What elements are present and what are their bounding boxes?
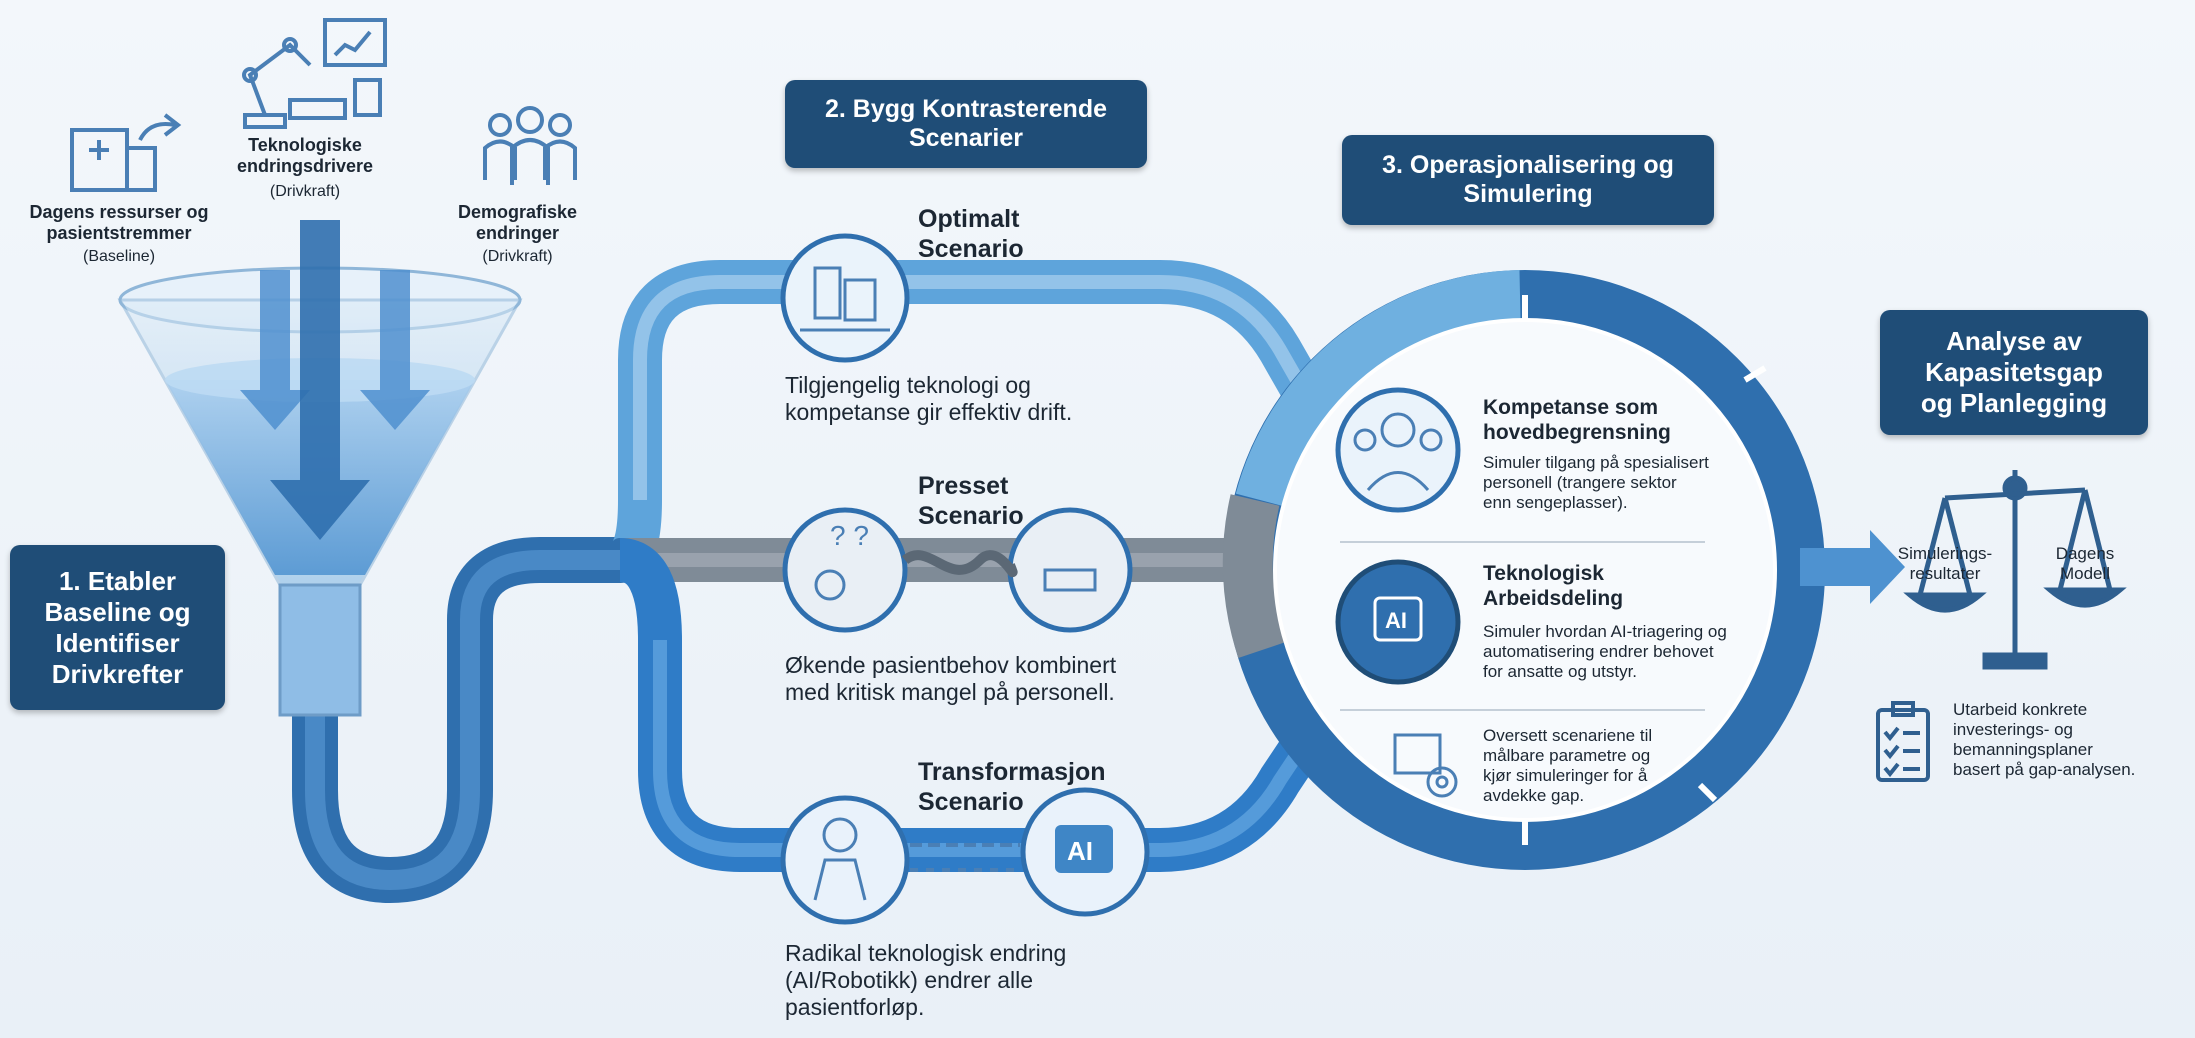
input-resources-title: Dagens ressurser og pasientstremmer xyxy=(29,202,209,244)
robot-arm-icon xyxy=(242,18,387,129)
balance-scale-icon xyxy=(1903,470,2127,670)
ai-chip-icon: AI xyxy=(1335,559,1461,685)
input-demography-sub: (Drivkraft) xyxy=(482,248,553,265)
step3-box: 3. Operasjonalisering og Simulering xyxy=(1342,135,1714,225)
checklist-icon xyxy=(1876,701,1930,782)
input-resources-sub: (Baseline) xyxy=(82,248,156,265)
pressed-icon: ? ? xyxy=(782,507,1133,633)
analysis-title2: Kapasitetsgap xyxy=(1925,357,2103,387)
people-icon xyxy=(483,106,577,185)
analysis-title1: Analyse av xyxy=(1946,326,2082,356)
step3-line1: 3. Operasjonalisering og xyxy=(1382,151,1674,179)
input-technology-title: Teknologiske endringsdrivere xyxy=(236,135,374,177)
step2-line2: Scenarier xyxy=(909,124,1023,152)
step3-line2: Simulering xyxy=(1463,180,1593,208)
optimal-icon xyxy=(780,233,910,363)
svg-text:AI: AI xyxy=(1067,836,1093,866)
analysis-title3: og Planlegging xyxy=(1920,388,2108,418)
svg-text:? ?: ? ? xyxy=(830,520,869,551)
input-technology-sub: (Drivkraft) xyxy=(269,183,341,200)
hospital-icon xyxy=(70,113,182,192)
input-demography-title: Demografiske endringer xyxy=(457,202,578,244)
step1-line4: Drivkrefter xyxy=(51,658,184,689)
step1-box: 1. Etabler Baseline og Identifiser Drivk… xyxy=(10,545,225,710)
step1-line1: 1. Etabler xyxy=(58,565,177,596)
analysis-box: Analyse av Kapasitetsgap og Planlegging xyxy=(1880,310,2148,435)
scale-left-label: Simulerings-resultater xyxy=(1897,544,1993,584)
svg-text:AI: AI xyxy=(1385,608,1407,633)
staff-icon xyxy=(1335,387,1461,513)
step2-box: 2. Bygg Kontrasterende Scenarier xyxy=(785,80,1147,168)
gear-icon xyxy=(1393,733,1458,798)
step2-line1: 2. Bygg Kontrasterende xyxy=(824,95,1107,123)
step1-line2: Baseline og xyxy=(44,596,191,627)
step1-line3: Identifiser xyxy=(55,627,180,658)
output-arrow xyxy=(1800,530,1905,604)
funnel-icon xyxy=(117,220,523,717)
transform-icon: AI xyxy=(780,787,1150,925)
transform-desc: Radikal teknologisk endring(AI/Robotikk)… xyxy=(785,940,1067,1021)
